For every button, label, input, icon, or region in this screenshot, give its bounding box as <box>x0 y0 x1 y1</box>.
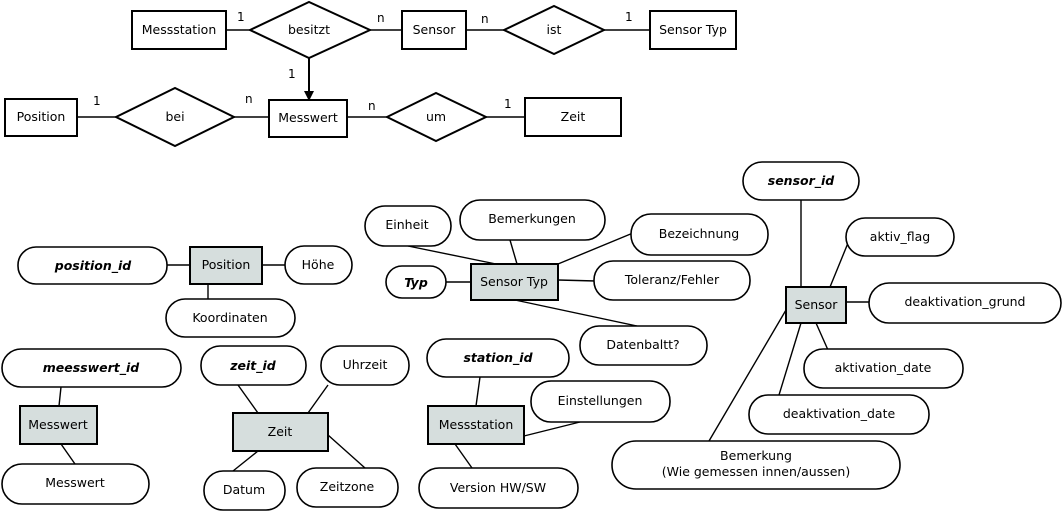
table-box-messstation: Messstation <box>427 405 525 445</box>
attribute-label: (Wie gemessen innen/aussen) <box>662 464 850 479</box>
table-messstation: station_id Einstellungen Messstation Ver… <box>418 338 671 509</box>
table-sensor-typ: Einheit Bemerkungen Bezeichnung Typ Sens… <box>364 199 769 366</box>
attribute-key-station-id: station_id <box>426 338 570 378</box>
attribute-datum: Datum <box>203 470 286 511</box>
entity-messwert: Messwert <box>268 99 348 138</box>
entity-messstation: Messstation <box>131 10 227 50</box>
table-messwert: meesswert_id Messwert Messwert <box>1 348 182 505</box>
attribute-label: Toleranz/Fehler <box>624 272 720 287</box>
attribute-key-sensor-id: sensor_id <box>742 161 860 201</box>
attribute-version-hw-sw: Version HW/SW <box>418 467 579 509</box>
attribute-label: Version HW/SW <box>450 480 546 495</box>
table-box-zeit: Zeit <box>232 412 329 452</box>
attribute-key-meesswert-id: meesswert_id <box>1 348 182 388</box>
entity-label: Sensor <box>413 22 457 37</box>
attribute-einstellungen: Einstellungen <box>530 380 671 423</box>
attribute-bemerkungen: Bemerkungen <box>459 199 606 241</box>
relation-label: ist <box>547 22 562 37</box>
cardinality-label: 1 <box>625 10 633 24</box>
attribute-hoehe: Höhe <box>284 245 353 285</box>
cardinality-label: n <box>368 99 376 113</box>
table-box-position: Position <box>189 246 263 285</box>
relation-label: um <box>426 109 446 124</box>
attribute-label: Koordinaten <box>192 310 267 325</box>
attribute-label: deaktivation_grund <box>904 294 1025 309</box>
relation-um: um <box>384 91 489 143</box>
relation-bei: bei <box>113 86 237 148</box>
table-label: Messwert <box>28 417 88 432</box>
attribute-label: deaktivation_date <box>783 406 896 421</box>
attribute-label: Bemerkung <box>720 448 792 463</box>
cardinality-label: 1 <box>288 67 296 81</box>
table-sensor: sensor_id aktiv_flag Sensor deaktivation… <box>611 161 1062 490</box>
attribute-datenblatt: Datenbaltt? <box>579 325 708 366</box>
entity-position: Position <box>4 98 78 137</box>
attribute-einheit: Einheit <box>364 205 452 247</box>
attribute-toleranz: Toleranz/Fehler <box>593 260 751 301</box>
entity-sensor: Sensor <box>401 10 467 50</box>
table-position: position_id Position Höhe Koordinaten <box>17 245 353 338</box>
attribute-koordinaten: Koordinaten <box>165 298 296 338</box>
relation-label: bei <box>165 109 184 124</box>
entity-label: Messwert <box>278 110 338 125</box>
attribute-label: Datenbaltt? <box>606 337 679 352</box>
attribute-aktiv-flag: aktiv_flag <box>845 217 955 257</box>
attribute-label: station_id <box>463 350 533 366</box>
attribute-messwert: Messwert <box>1 463 150 505</box>
attribute-label: Uhrzeit <box>343 357 388 372</box>
attribute-label: Datum <box>223 482 265 497</box>
attribute-key-typ: Typ <box>385 265 447 299</box>
attribute-label: Zeitzone <box>320 479 375 494</box>
cardinality-label: n <box>377 11 385 25</box>
table-zeit: zeit_id Uhrzeit Zeit Datum Zeitzone <box>200 345 410 511</box>
cardinality-label: n <box>245 92 253 106</box>
table-label: Sensor Typ <box>480 274 548 289</box>
attribute-label: aktiv_flag <box>870 229 930 244</box>
attribute-bezeichnung: Bezeichnung <box>630 213 769 256</box>
attribute-label: sensor_id <box>768 173 836 189</box>
table-label: Position <box>202 257 251 272</box>
relation-label: besitzt <box>288 22 330 37</box>
entity-label: Sensor Typ <box>659 22 727 37</box>
entity-zeit: Zeit <box>524 97 622 137</box>
relation-ist: ist <box>501 4 607 56</box>
table-box-sensor: Sensor <box>785 286 847 324</box>
entity-label: Zeit <box>561 109 586 124</box>
attribute-key-position-id: position_id <box>17 246 168 285</box>
attribute-zeitzone: Zeitzone <box>296 467 399 508</box>
attribute-label: Höhe <box>302 257 335 272</box>
attribute-label: Einheit <box>385 217 428 232</box>
table-label: Messstation <box>439 417 514 432</box>
table-label: Zeit <box>268 424 293 439</box>
cardinality-label: 1 <box>237 10 245 24</box>
relation-besitzt: besitzt <box>247 0 373 60</box>
attribute-uhrzeit: Uhrzeit <box>320 345 410 386</box>
attribute-label: Bemerkungen <box>488 211 576 226</box>
cardinality-label: 1 <box>504 97 512 111</box>
cardinality-label: 1 <box>93 94 101 108</box>
attribute-label: zeit_id <box>229 358 277 374</box>
entity-label: Position <box>17 109 66 124</box>
attribute-deaktivation-date: deaktivation_date <box>748 394 930 435</box>
attribute-label: Einstellungen <box>558 393 643 408</box>
table-box-messwert: Messwert <box>19 405 98 445</box>
attribute-label: position_id <box>54 258 133 274</box>
entity-label: Messstation <box>142 22 217 37</box>
attribute-label: meesswert_id <box>43 360 141 376</box>
table-label: Sensor <box>795 297 839 312</box>
attribute-label: Typ <box>404 275 428 290</box>
er-model: Messstation Sensor Sensor Typ Position M… <box>4 0 737 148</box>
attribute-label: Messwert <box>45 475 105 490</box>
attribute-deaktivation-grund: deaktivation_grund <box>868 282 1062 324</box>
table-box-sensor-typ: Sensor Typ <box>470 263 559 301</box>
attribute-label: Bezeichnung <box>659 226 740 241</box>
attribute-key-zeit-id: zeit_id <box>200 345 307 386</box>
entity-sensor-typ: Sensor Typ <box>649 10 737 50</box>
attribute-bemerkung: Bemerkung (Wie gemessen innen/aussen) <box>611 440 901 490</box>
attribute-label: aktivation_date <box>835 360 932 375</box>
cardinality-label: n <box>481 12 489 26</box>
attribute-aktivation-date: aktivation_date <box>803 348 964 389</box>
